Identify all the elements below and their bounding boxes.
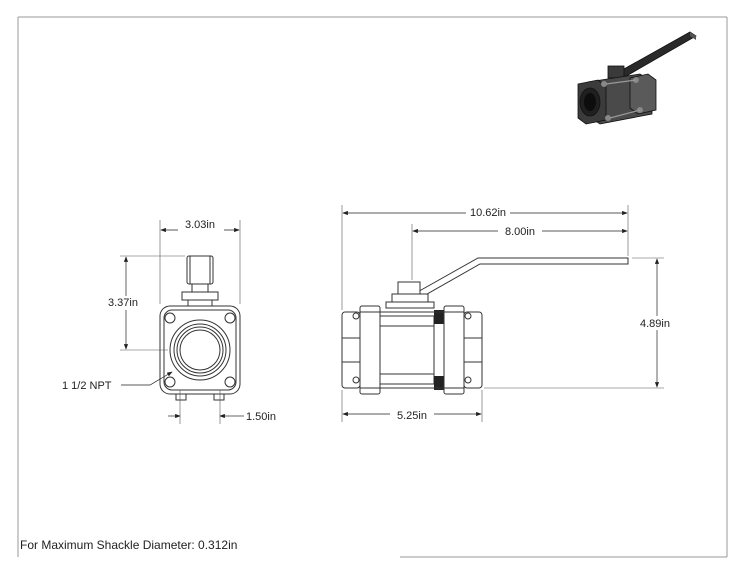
isometric-valve-view <box>577 31 697 125</box>
dim-body-length: 5.25in <box>397 410 427 422</box>
side-view <box>341 257 629 395</box>
thread-callout: 1 1/2 NPT <box>62 380 112 392</box>
drawing-border <box>17 16 728 558</box>
dim-port-center: 1.50in <box>246 411 276 423</box>
end-view <box>159 255 241 401</box>
dim-overall-width: 3.03in <box>185 219 215 231</box>
shackle-note: For Maximum Shackle Diameter: 0.312in <box>20 538 237 552</box>
dim-handle-length: 8.00in <box>505 226 535 238</box>
dim-stem-height: 3.37in <box>108 297 138 309</box>
dim-overall-length: 10.62in <box>470 207 506 219</box>
dim-overall-height: 4.89in <box>640 318 670 330</box>
